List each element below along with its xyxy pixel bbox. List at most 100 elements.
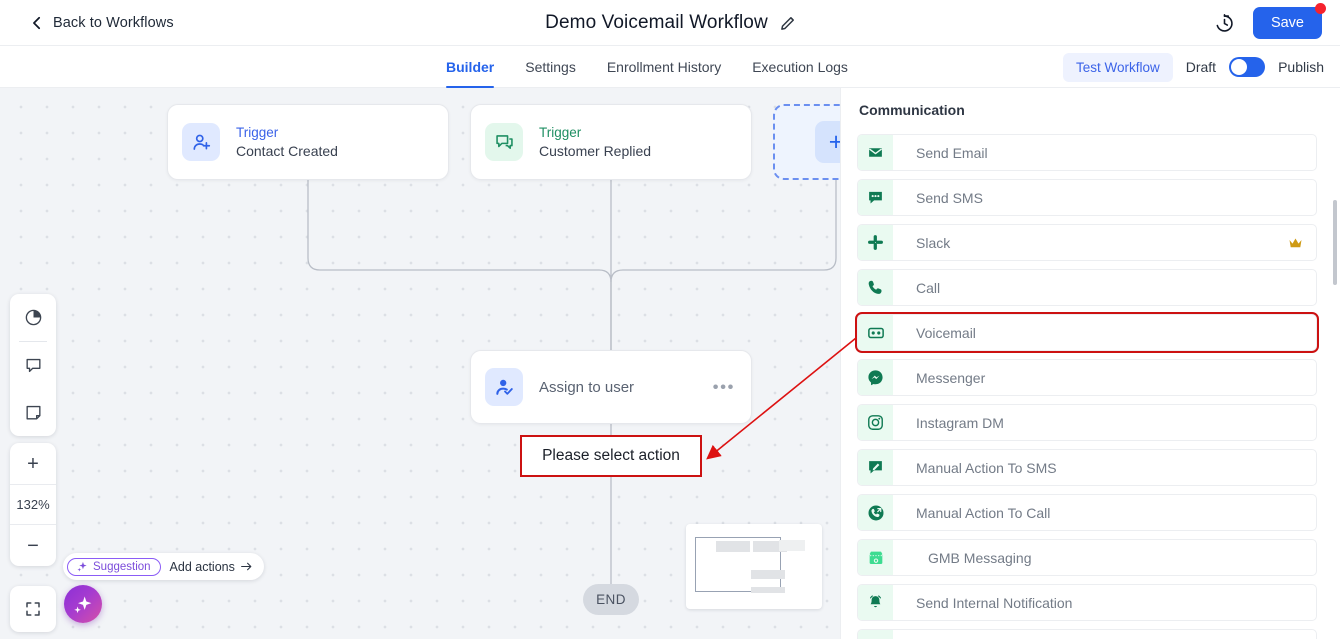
messenger-icon — [858, 360, 893, 395]
minimap-block — [751, 570, 785, 579]
actions-panel: Communication Send Email — [840, 88, 1340, 639]
action-list: Send Email Send SMS — [855, 134, 1319, 639]
action-label: GMB Messaging — [928, 549, 1032, 566]
instagram-icon — [858, 405, 893, 440]
draft-label: Draft — [1185, 59, 1217, 75]
partial-icon — [858, 630, 893, 639]
fit-to-screen-button[interactable] — [10, 586, 56, 632]
action-partial-next[interactable] — [857, 629, 1317, 639]
minimap-block — [716, 541, 750, 552]
node-kicker: Trigger — [539, 124, 582, 140]
suggestion-chip[interactable]: Suggestion — [67, 557, 161, 576]
fit-screen-icon — [10, 586, 56, 632]
action-manual-action-to-call[interactable]: Manual Action To Call — [857, 494, 1317, 531]
annotation-callout: Please select action — [520, 435, 702, 477]
action-label: Call — [916, 279, 941, 296]
annotation-text: Please select action — [542, 447, 680, 464]
slack-icon — [858, 225, 893, 260]
toggle-knob — [1231, 59, 1248, 75]
tab-settings[interactable]: Settings — [525, 46, 576, 88]
analytics-pie-icon[interactable] — [10, 294, 56, 341]
action-label: Slack — [916, 234, 951, 251]
zoom-in-button[interactable]: + — [27, 452, 39, 475]
minimap[interactable] — [686, 524, 822, 609]
save-unsaved-badge — [1315, 3, 1326, 14]
action-send-sms[interactable]: Send SMS — [857, 179, 1317, 216]
action-instagram-dm[interactable]: Instagram DM — [857, 404, 1317, 441]
action-send-internal-notification[interactable]: Send Internal Notification — [857, 584, 1317, 621]
crown-icon — [1289, 238, 1302, 247]
tab-builder[interactable]: Builder — [446, 46, 495, 88]
action-send-email[interactable]: Send Email — [857, 134, 1317, 171]
user-plus-icon — [182, 123, 220, 161]
minimap-block — [751, 587, 785, 593]
annotation-arrow — [706, 337, 857, 460]
node-trigger-contact-created[interactable]: Trigger Contact Created — [167, 104, 449, 180]
tab-enrollment-history-label: Enrollment History — [606, 59, 722, 75]
note-icon[interactable] — [10, 389, 56, 436]
action-label: Send SMS — [916, 189, 983, 206]
node-trigger-customer-replied[interactable]: Trigger Customer Replied — [470, 104, 752, 180]
arrow-right-icon — [240, 562, 252, 571]
tab-execution-logs[interactable]: Execution Logs — [752, 46, 848, 88]
manual-call-icon — [858, 495, 893, 530]
pencil-icon[interactable] — [780, 16, 795, 31]
minimap-viewport[interactable] — [695, 537, 787, 593]
top-bar-actions: Save — [1214, 0, 1326, 46]
sms-bubble-icon — [858, 180, 893, 215]
phone-icon — [858, 270, 893, 305]
tab-builder-label: Builder — [446, 59, 495, 75]
node-text: Trigger Contact Created — [236, 124, 338, 161]
tab-enrollment-history[interactable]: Enrollment History — [607, 46, 721, 88]
save-button[interactable]: Save — [1252, 3, 1326, 39]
test-workflow-button[interactable]: Test Workflow — [1062, 52, 1173, 82]
zoom-out-button[interactable]: − — [27, 534, 39, 557]
tab-settings-label: Settings — [525, 59, 576, 75]
suggestion-chip-label: Suggestion — [93, 560, 151, 573]
zoom-level-value[interactable]: 132% — [10, 484, 56, 525]
action-call[interactable]: Call — [857, 269, 1317, 306]
voicemail-icon — [858, 315, 893, 350]
node-kicker: Trigger — [236, 124, 279, 140]
storefront-icon — [858, 540, 893, 575]
tabs-bar: Builder Settings Enrollment History Exec… — [0, 46, 1340, 88]
node-menu-button[interactable]: ••• — [712, 377, 735, 397]
action-gmb-messaging[interactable]: GMB Messaging — [857, 539, 1317, 576]
action-label: Send Email — [916, 144, 988, 161]
add-actions-label: Add actions — [169, 559, 235, 574]
add-trigger-placeholder[interactable]: + — [773, 104, 840, 180]
back-to-workflows-label: Back to Workflows — [53, 14, 174, 31]
plus-icon: + — [815, 121, 840, 163]
action-messenger[interactable]: Messenger — [857, 359, 1317, 396]
back-to-workflows-button[interactable]: Back to Workflows — [30, 15, 174, 31]
panel-scrollbar[interactable] — [1333, 200, 1337, 285]
node-assign-to-user[interactable]: Assign to user ••• — [470, 350, 752, 424]
comment-icon[interactable] — [10, 342, 56, 389]
tabs-list: Builder Settings Enrollment History Exec… — [446, 46, 848, 88]
action-label: Send Internal Notification — [916, 594, 1073, 611]
draft-publish-toggle[interactable] — [1229, 57, 1266, 77]
action-manual-action-to-sms[interactable]: Manual Action To SMS — [857, 449, 1317, 486]
publish-controls: Test Workflow Draft Publish — [1062, 46, 1324, 88]
minimap-block — [753, 541, 787, 552]
action-label: Instagram DM — [916, 414, 1004, 431]
envelope-icon — [858, 135, 893, 170]
panel-section-title: Communication — [859, 102, 965, 118]
ai-assistant-button[interactable] — [64, 585, 102, 623]
history-clock-icon[interactable] — [1214, 13, 1235, 34]
add-actions-button[interactable]: Add actions — [170, 560, 253, 574]
page-title: Demo Voicemail Workflow — [545, 12, 768, 33]
action-slack[interactable]: Slack — [857, 224, 1317, 261]
workflow-title-group: Demo Voicemail Workflow — [0, 0, 1340, 46]
workflow-canvas[interactable]: Trigger Contact Created Trigger Customer… — [0, 88, 840, 639]
action-label: Manual Action To Call — [916, 504, 1051, 521]
tab-execution-logs-label: Execution Logs — [752, 59, 848, 75]
manual-sms-icon — [858, 450, 893, 485]
divider — [19, 341, 47, 342]
node-text: Trigger Customer Replied — [539, 124, 651, 161]
node-label: Customer Replied — [539, 142, 652, 159]
action-voicemail[interactable]: Voicemail — [855, 312, 1319, 353]
action-label: Voicemail — [916, 324, 976, 341]
node-label: Contact Created — [236, 142, 338, 159]
